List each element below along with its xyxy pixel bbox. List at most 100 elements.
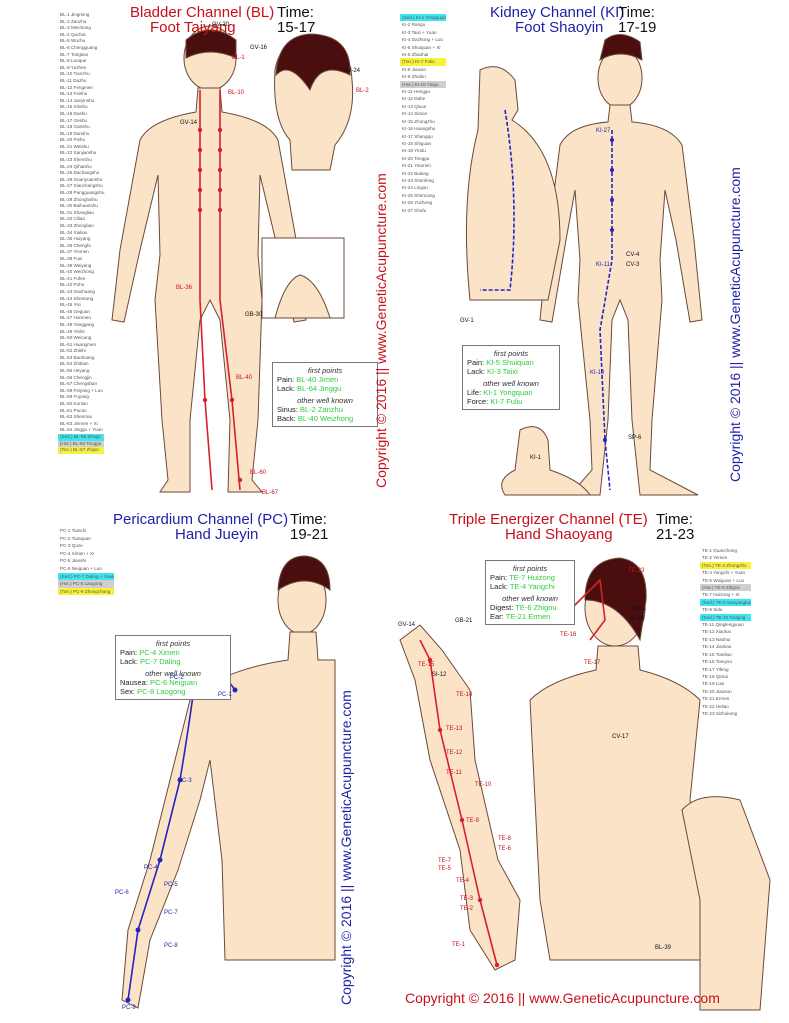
point-label: TE-3: [460, 896, 474, 902]
pericardium-time-label: Time:: [290, 511, 327, 528]
other-label: Nausea:: [120, 678, 148, 687]
lack-label: Lack:: [120, 657, 138, 666]
point-list-item: BL-50 Weicang: [60, 335, 92, 341]
point-list-item: BL-55 Heyang: [60, 368, 90, 374]
point-label: TE-7: [438, 858, 452, 864]
point-list-item: BL-27 Xiaochangshu: [60, 183, 103, 189]
point-list-item: PC-6 Neiguan + Luo: [60, 565, 102, 571]
point-list-item: (Sed.) KI-1 Yongquan: [400, 14, 446, 22]
point-label: GV-20: [212, 22, 230, 28]
pain-label: Pain:: [277, 375, 295, 384]
other-point: PC-6 Neiguan: [150, 678, 198, 687]
other-row: Ear: TE-21 Ermen: [490, 612, 570, 621]
point-list-item: (Sed.) PC-7 Daling + Yuan: [58, 572, 115, 581]
point-list-item: BL-38 Fuxi: [60, 255, 83, 261]
lack-row: Lack: KI-3 Taixi: [467, 367, 555, 376]
point-list-item: BL-29 Zhonglushu: [60, 196, 98, 202]
point-list-item: KI-25 Shencang: [402, 192, 435, 198]
point-list-item: BL-61 Pucan: [60, 407, 87, 413]
kidney-channel-line: [480, 109, 613, 491]
pain-label: Pain:: [467, 358, 485, 367]
copyright-bladder: Copyright © 2016 || www.GeneticAcupunctu…: [373, 173, 389, 488]
bladder-title: Bladder Channel (BL): [130, 4, 275, 21]
point-list-item: BL-11 Dazhu: [60, 77, 87, 83]
point-list-item: BL-43 Gaohuang: [60, 288, 95, 294]
point-list-item: TE-18 Qimai: [702, 673, 728, 679]
point-list-item: BL-30 Baihuanshu: [60, 203, 98, 209]
lack-row: Lack: BL-64 Jinggu: [277, 384, 373, 393]
point-label: BL-1: [232, 55, 245, 61]
point-list-item: BL-35 Huiyang: [60, 236, 91, 242]
point-list-item: (Sed.) TE-10 Tianjing: [700, 613, 752, 622]
point-label: GV-16: [250, 45, 268, 51]
point-list-item: BL-16 Dushu: [60, 110, 87, 116]
other-row: Digest: TE-6 Zhigou: [490, 603, 570, 612]
point-label: CV-17: [612, 734, 629, 740]
lack-point: PC-7 Daling: [140, 657, 181, 666]
other-row: Sex: PC-8 Laogong: [120, 687, 226, 696]
point-list-item: KI-19 Yindu: [402, 148, 426, 154]
point-list-item: KI-17 Shangqu: [402, 133, 433, 139]
point-list-item: TE-21 Ermen: [702, 696, 730, 702]
other-point: KI-1 Yongquan: [483, 388, 533, 397]
point-list-item: KI-24 Lingxu: [402, 185, 428, 191]
lack-label: Lack:: [467, 367, 485, 376]
point-label: TE-16: [560, 632, 577, 638]
pain-label: Pain:: [490, 573, 508, 582]
point-list-item: KI-18 Shiguan: [402, 140, 432, 146]
point-list-item: BL-57 Chengshan: [60, 381, 98, 387]
point-list-item: KI-3 Taixi + Yuan: [402, 29, 437, 35]
point-label: PC-7: [164, 910, 178, 916]
other-heading: other well known: [502, 594, 558, 603]
point-list-item: (Ton.) KI-7 Fuliu: [400, 58, 446, 66]
point-label: PC-5: [164, 882, 178, 888]
point-list-item: KI-2 Rangu: [402, 22, 426, 28]
point-list-item: (Hor.) PC-8 Laogong: [58, 580, 115, 588]
point-list-item: BL-14 Jueyinshu: [60, 97, 95, 103]
point-list-item: BL-56 Chengjin: [60, 374, 92, 380]
point-label: GV-1: [460, 318, 474, 324]
kidney-title: Kidney Channel (KI): [490, 4, 625, 21]
point-list-item: BL-3 Meichong: [60, 25, 91, 31]
point-label: TE-13: [446, 726, 463, 732]
other-label: Force:: [467, 397, 489, 406]
other-label: Sinus:: [277, 405, 298, 414]
point-list-item: BL-21 Weishu: [60, 143, 89, 149]
point-list-item: (Hor.) BL-66 Tonggu: [58, 440, 105, 448]
point-label: SP-6: [628, 435, 642, 441]
pericardium-subtitle: Hand Jueyin: [175, 526, 259, 543]
point-list-item: TE-5 Waiguan + Luo: [702, 577, 745, 583]
other-point: BL-40 Weizhong: [297, 414, 354, 423]
point-list-item: BL-63 Jinmen + Xi: [60, 420, 98, 426]
lack-row: Lack: TE-4 Yangchi: [490, 582, 570, 591]
pericardium-body-figure: [121, 555, 336, 1009]
point-list-item: (Sed.) BL-65 Shugu: [58, 434, 105, 441]
point-list-item: BL-41 Fufen: [60, 275, 86, 281]
point-list-item: BL-17 Geshu: [60, 117, 88, 123]
point-label: BL-10: [228, 90, 245, 96]
point-list-item: TE-19 Luxi: [702, 681, 725, 687]
point-list-item: BL-37 Yinmen: [60, 249, 89, 255]
point-list-item: BL-62 Shenmai: [60, 414, 92, 420]
pericardium-title: Pericardium Channel (PC): [113, 511, 289, 528]
point-list-item: TE-23 Sizhukong: [702, 710, 738, 716]
point-list-item: KI-13 Qixue: [402, 103, 427, 109]
box-heading: first points: [493, 349, 529, 358]
point-list-item: BL-52 Zhishi: [60, 348, 86, 354]
triple-channel-line: [419, 578, 606, 966]
point-list-item: KI-21 Youmen: [402, 163, 431, 169]
pain-label: Pain:: [120, 648, 138, 657]
point-list-item: KI-4 Dazhong + Luo: [402, 37, 443, 43]
point-list-item: KI-5 Shuiquan + Xi: [402, 44, 441, 50]
point-list-item: TE-16 Tianyou: [702, 659, 732, 665]
kidney-first-points-box: first points Pain: KI-5 Shuiquan Lack: K…: [462, 345, 560, 410]
bladder-subtitle: Foot Taiyang: [150, 19, 236, 36]
point-label: BL-2: [356, 88, 369, 94]
pain-point: TE-7 Huizong: [509, 573, 555, 582]
lack-row: Lack: PC-7 Daling: [120, 657, 226, 666]
point-list-item: BL-25 Dachangshu: [60, 170, 100, 176]
point-label: PC-3: [178, 778, 192, 784]
point-list-item: KI-11 Henggu: [402, 89, 431, 95]
